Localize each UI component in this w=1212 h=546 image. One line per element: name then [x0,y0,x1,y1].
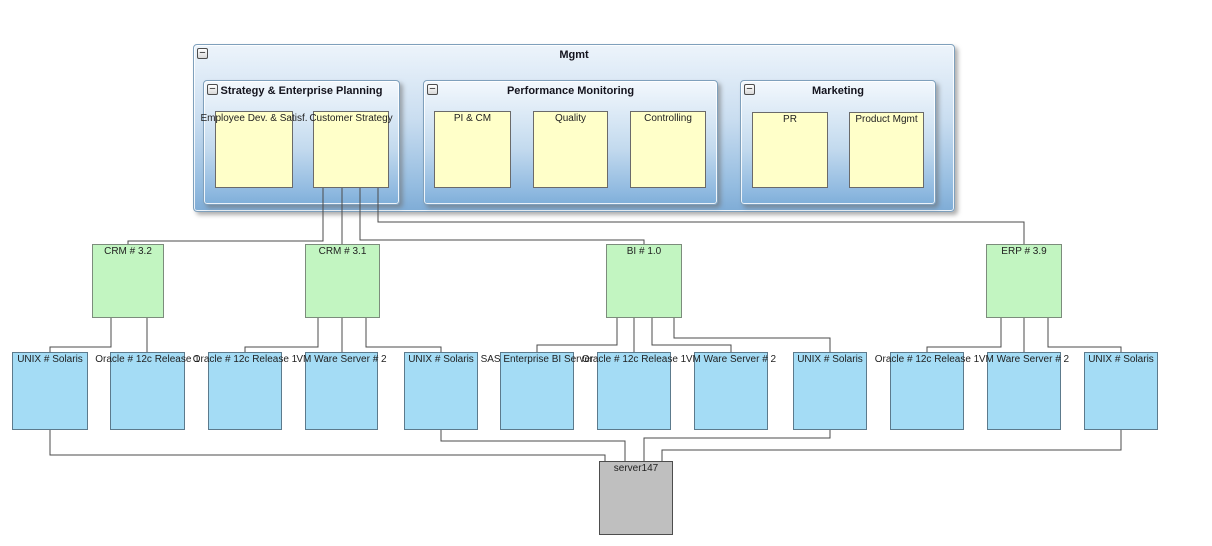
node-label: Oracle # 12c Release 1 [581,354,687,365]
node-label: VM Ware Server # 2 [978,354,1070,365]
node-label: Quality [554,113,587,124]
node-label: UNIX # Solaris [17,354,83,365]
node-label: CRM # 3.1 [318,246,367,257]
node-label: Employee Dev. & Satisf. [200,113,308,124]
node-label: Product Mgmt [855,114,918,125]
node-server147[interactable]: server147 [599,461,673,535]
node-label: VM Ware Server # 2 [685,354,777,365]
node-pr[interactable]: PR [752,112,828,188]
node-vmware-2[interactable]: VM Ware Server # 2 [686,352,776,430]
node-label: UNIX # Solaris [408,354,474,365]
node-sas-bi-server[interactable]: SAS Enterprise BI Server [481,352,593,430]
node-label: PR [783,114,797,125]
node-label: Oracle # 12c Release 1 [192,354,298,365]
node-label: Oracle # 12c Release 1 [95,354,200,365]
collapse-icon[interactable]: − [197,48,208,59]
collapse-icon[interactable]: − [427,84,438,95]
node-vmware-1[interactable]: VM Ware Server # 2 [296,352,387,430]
node-customer-strategy[interactable]: Customer Strategy [309,111,393,188]
node-label: server147 [613,463,659,474]
group-title: Marketing [812,85,864,97]
node-oracle-12c-2[interactable]: Oracle # 12c Release 1 [193,352,297,430]
node-quality[interactable]: Quality [533,111,608,188]
node-product-mgmt[interactable]: Product Mgmt [849,112,924,188]
node-label: BI # 1.0 [626,246,662,257]
collapse-icon[interactable]: − [744,84,755,95]
node-unix-solaris-4[interactable]: UNIX # Solaris [1084,352,1158,430]
node-pi-cm[interactable]: PI & CM [434,111,511,188]
node-unix-solaris-3[interactable]: UNIX # Solaris [793,352,867,430]
node-label: UNIX # Solaris [797,354,863,365]
node-label: UNIX # Solaris [1088,354,1154,365]
node-label: PI & CM [453,113,492,124]
node-erp-3-9[interactable]: ERP # 3.9 [986,244,1062,318]
node-crm-3-2[interactable]: CRM # 3.2 [92,244,164,318]
group-title: Performance Monitoring [506,85,635,97]
mgmt-title: Mgmt [559,49,589,61]
node-oracle-12c-4[interactable]: Oracle # 12c Release 1 [875,352,979,430]
node-employee-dev-satisf[interactable]: Employee Dev. & Satisf. [200,111,308,188]
node-unix-solaris-1[interactable]: UNIX # Solaris [12,352,88,430]
node-label: CRM # 3.2 [104,246,152,257]
node-label: VM Ware Server # 2 [296,354,387,365]
node-label: Controlling [644,113,692,124]
group-title: Strategy & Enterprise Planning [220,85,383,97]
node-crm-3-1[interactable]: CRM # 3.1 [305,244,380,318]
node-oracle-12c-3[interactable]: Oracle # 12c Release 1 [582,352,686,430]
node-label: SAS Enterprise BI Server [480,354,594,365]
collapse-icon[interactable]: − [207,84,218,95]
node-label: Customer Strategy [309,113,393,124]
node-oracle-12c-1[interactable]: Oracle # 12c Release 1 [95,352,200,430]
node-bi-1-0[interactable]: BI # 1.0 [606,244,682,318]
node-label: ERP # 3.9 [1001,246,1047,257]
node-vmware-3[interactable]: VM Ware Server # 2 [979,352,1069,430]
node-label: Oracle # 12c Release 1 [874,354,980,365]
node-controlling[interactable]: Controlling [630,111,706,188]
node-unix-solaris-2[interactable]: UNIX # Solaris [404,352,478,430]
